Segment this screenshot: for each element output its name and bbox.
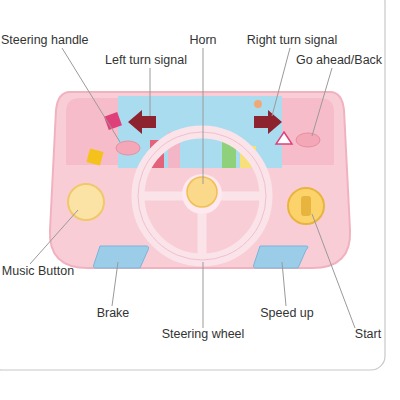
part-label: Music Button bbox=[2, 264, 74, 278]
leader-line bbox=[203, 48, 204, 184]
part-label: Brake bbox=[97, 306, 130, 320]
leader-line bbox=[272, 48, 290, 116]
part-label: Steering handle bbox=[1, 33, 89, 47]
key-slot bbox=[301, 196, 311, 216]
leader-line bbox=[150, 68, 151, 116]
right-arrow bbox=[254, 110, 282, 134]
badge bbox=[276, 132, 292, 144]
leader-lines bbox=[30, 48, 355, 328]
part-label: Start bbox=[355, 327, 381, 341]
balloon bbox=[254, 100, 262, 108]
gear-handle bbox=[296, 133, 320, 147]
part-label: Right turn signal bbox=[247, 33, 337, 47]
wheel-rim bbox=[138, 132, 266, 260]
toy-body bbox=[50, 92, 350, 268]
part-label: Go ahead/Back bbox=[296, 53, 382, 67]
leader-line bbox=[30, 210, 78, 264]
speed-pedal bbox=[253, 246, 308, 268]
leader-line bbox=[203, 262, 204, 328]
badge bbox=[86, 148, 103, 165]
wheel-rim-edge bbox=[138, 132, 266, 260]
wheel-hub bbox=[182, 174, 222, 214]
leader-line bbox=[312, 214, 355, 328]
start-button bbox=[288, 188, 324, 224]
leader-line bbox=[282, 262, 286, 306]
part-label: Left turn signal bbox=[105, 53, 187, 67]
part-label: Horn bbox=[189, 33, 216, 47]
steering-handle bbox=[116, 141, 140, 155]
leader-line bbox=[312, 68, 332, 136]
leader-line bbox=[112, 262, 118, 306]
part-label: Steering wheel bbox=[162, 327, 245, 341]
frame bbox=[0, 0, 385, 370]
part-label: Speed up bbox=[260, 306, 314, 320]
horn-button bbox=[187, 177, 217, 207]
brake-pedal bbox=[93, 246, 148, 268]
left-arrow bbox=[128, 110, 156, 134]
